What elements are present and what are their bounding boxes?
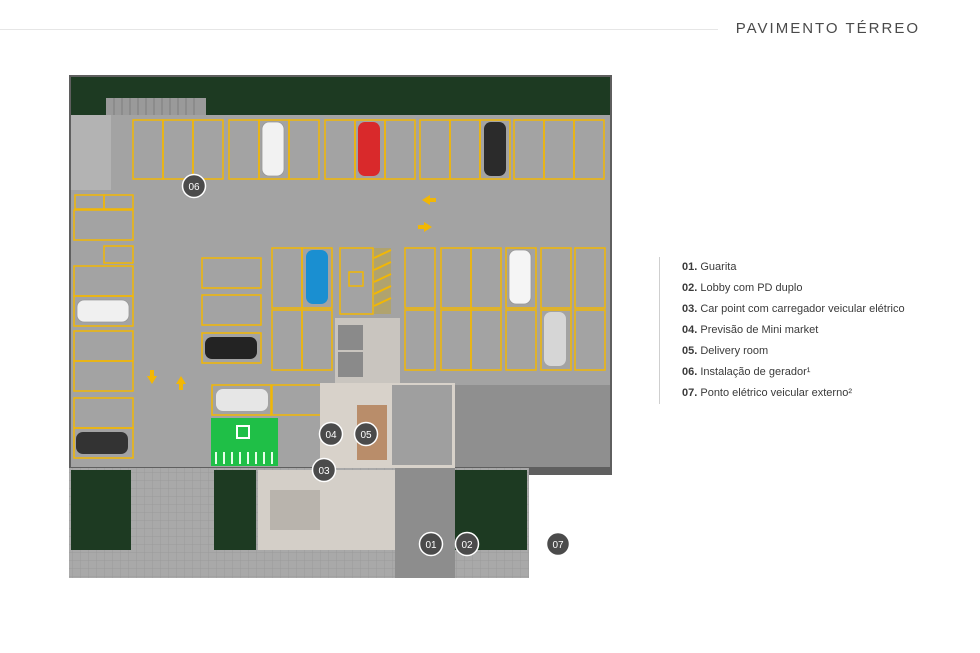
elevator-a [338,325,363,350]
legend-item-04: 04. Previsão de Mini market [682,324,819,336]
svg-text:06: 06 [188,182,200,193]
marker-06[interactable]: 06 [181,173,207,199]
marker-02[interactable]: 02 [454,531,480,557]
legend-item-01: 01. Guarita [682,261,737,273]
entrance-stairs [270,490,320,530]
driveway [395,468,455,578]
accessible-icon [348,271,364,287]
traffic-arrows [147,195,436,390]
marker-05[interactable]: 05 [353,421,379,447]
top-parking-row [132,119,605,180]
accessible-spot [339,247,374,315]
legend-item-05: 05. Delivery room [682,345,769,357]
legend-item-03: 03. Car point com carregador veicular el… [682,303,905,315]
svg-text:04: 04 [325,430,337,441]
svg-text:05: 05 [360,430,372,441]
marker-03[interactable]: 03 [311,457,337,483]
right-parking-block [404,247,606,371]
marker-01[interactable]: 01 [418,531,444,557]
legend-item-07: 07. Ponto elétrico veicular externo² [682,387,852,399]
legend-item-06: 06. Instalação de gerador¹ [682,366,811,378]
svg-text:03: 03 [318,466,330,477]
header-divider [0,29,718,30]
legend-item-02: 02. Lobby com PD duplo [682,282,803,294]
service-rooms [392,385,452,465]
marker-04[interactable]: 04 [318,421,344,447]
legend: 01. Guarita 02. Lobby com PD duplo 03. C… [659,257,905,404]
svg-text:02: 02 [461,540,473,551]
garden-left [71,470,131,550]
ramp [71,115,111,190]
page-title: PAVIMENTO TÉRREO [735,20,920,37]
svg-text:07: 07 [552,540,564,551]
garden-middle [214,470,256,550]
svg-text:01: 01 [425,540,437,551]
marker-07[interactable]: 07 [545,531,571,557]
hatched-area [373,248,392,314]
right-room [455,385,610,467]
charger-icon [236,425,250,439]
elevator-b [338,352,363,377]
stairs-top [106,98,206,115]
left-parking-column [73,194,134,459]
